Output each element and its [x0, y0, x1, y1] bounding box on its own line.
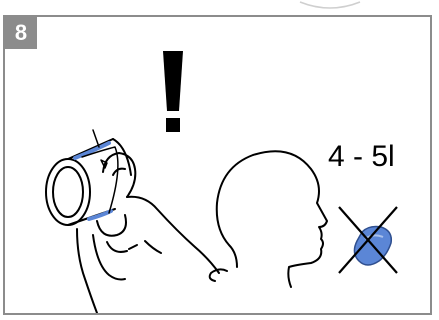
inhaler-device-icon [46, 130, 131, 225]
step-panel: 8 [3, 15, 432, 315]
hand-holding-device-icon [46, 130, 219, 313]
mouthpiece-crossed-icon [339, 207, 397, 273]
exclamation-mark-icon [163, 51, 183, 132]
volume-label: 4 - 5l [328, 140, 395, 174]
head-profile-icon [210, 151, 327, 287]
frame-top-arc [0, 0, 439, 16]
